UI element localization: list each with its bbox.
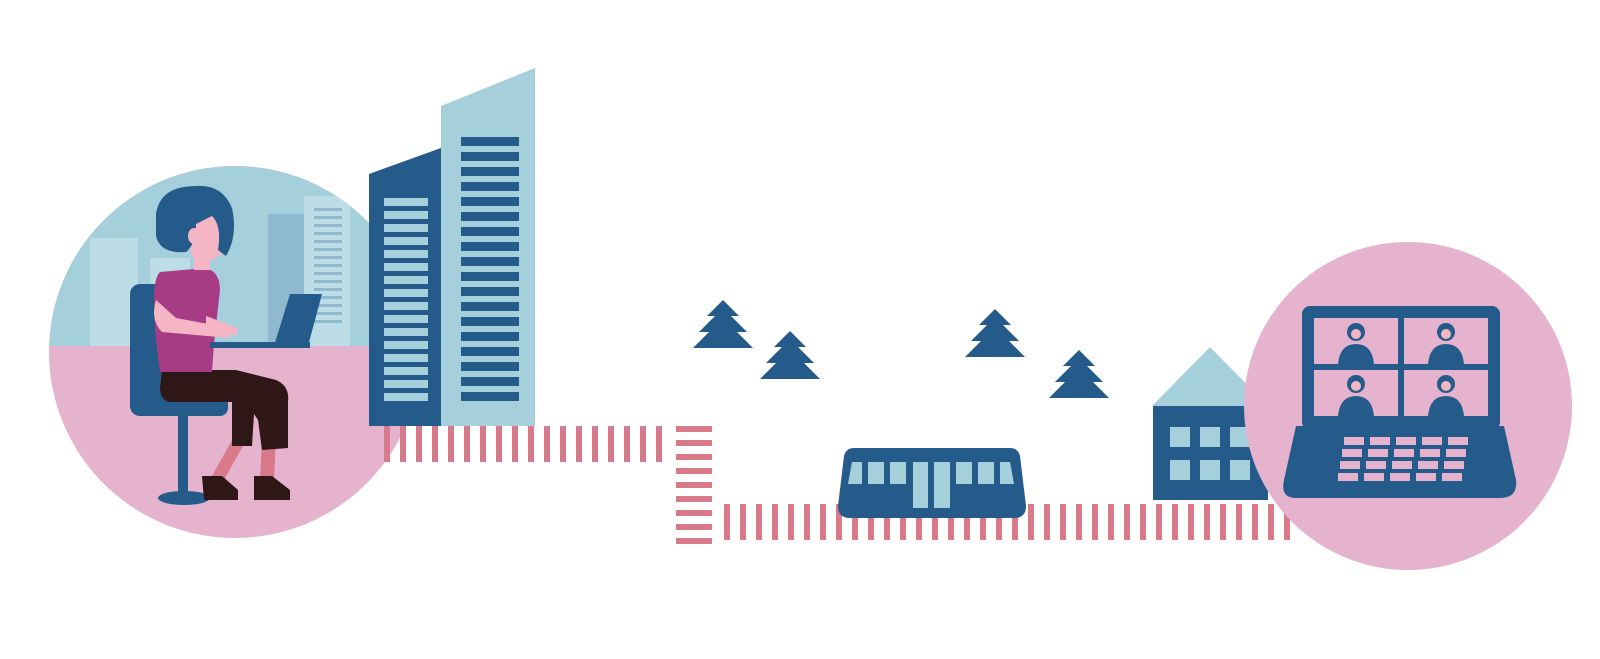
railway-track-icon — [384, 426, 1290, 544]
remote-work-scene — [1244, 242, 1572, 570]
pine-tree-icon — [693, 300, 1109, 398]
woman-figure-icon — [154, 185, 290, 500]
video-call-laptop-icon — [1283, 306, 1517, 498]
house-icon — [1152, 347, 1268, 500]
train-icon — [838, 448, 1026, 518]
office-towers-icon — [369, 68, 535, 426]
laptop-icon — [210, 294, 322, 348]
office-worker-scene — [49, 166, 421, 538]
